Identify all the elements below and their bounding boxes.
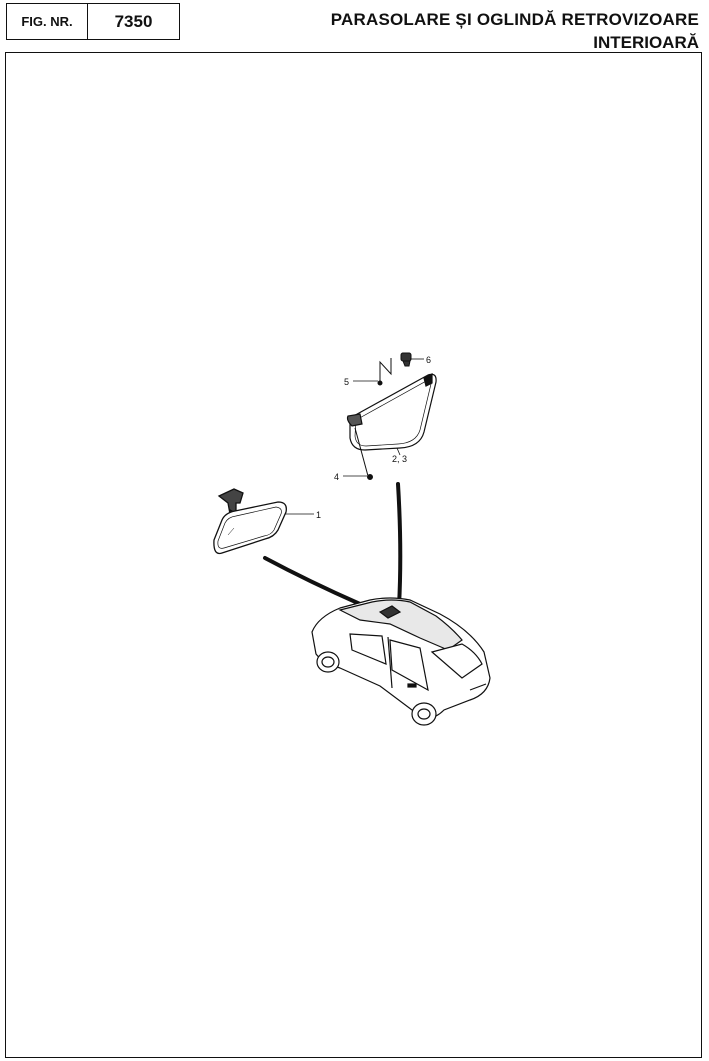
callout-1: 1 — [316, 510, 321, 520]
leader-lines — [284, 358, 424, 515]
page-title-line1: PARASOLARE ȘI OGLINDĂ RETROVIZOARE — [330, 10, 699, 29]
hatchback-car-icon — [311, 597, 491, 726]
hook-clip-icon — [400, 352, 412, 367]
clip-pin-icon — [377, 358, 392, 386]
figure-number: 7350 — [114, 11, 153, 31]
figure-number-box: FIG. NR. 7350 — [6, 3, 180, 40]
pointer-arcs — [263, 482, 403, 608]
page-title-line2: INTERIOARĂ — [593, 33, 699, 52]
figure-label: FIG. NR. — [7, 4, 88, 39]
callout-2-3: 2, 3 — [392, 454, 407, 464]
screw-icon — [367, 474, 373, 480]
diagram-frame — [5, 52, 702, 1058]
callout-6: 6 — [426, 355, 431, 365]
sun-visor-icon — [346, 373, 437, 477]
callout-4: 4 — [334, 472, 339, 482]
rearview-mirror-icon — [213, 488, 287, 555]
callout-5: 5 — [344, 377, 349, 387]
